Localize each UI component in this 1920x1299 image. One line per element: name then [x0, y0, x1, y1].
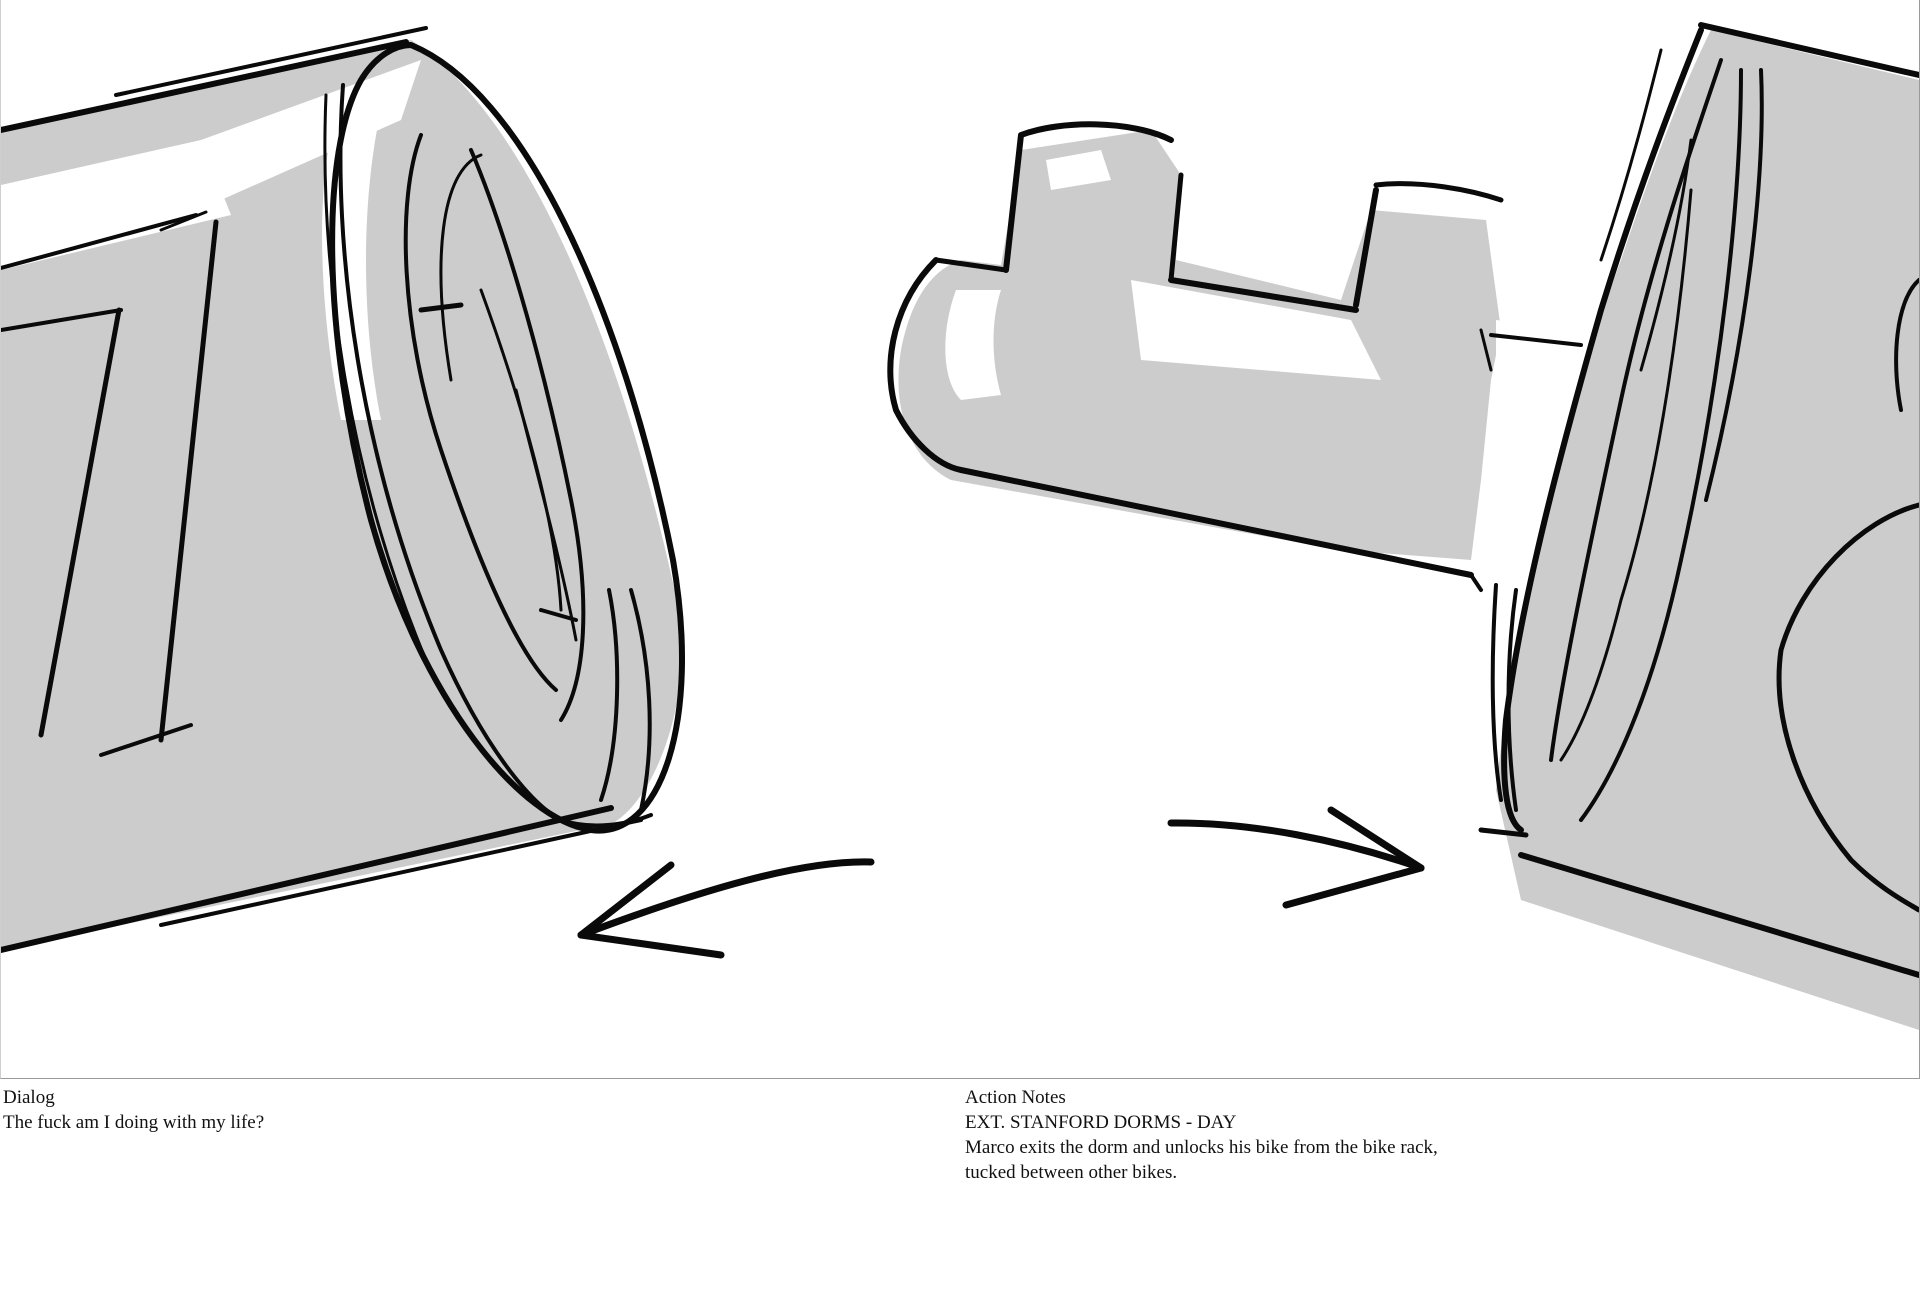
- dialog-heading: Dialog: [3, 1087, 55, 1108]
- scene-heading: EXT. STANFORD DORMS - DAY: [965, 1112, 1237, 1133]
- storyboard-panel: [0, 0, 1920, 1079]
- motion-arrows: [577, 806, 1425, 959]
- lock-cylinder-right: [887, 22, 1919, 1030]
- notes-area: Dialog The fuck am I doing with my life?…: [0, 1085, 1920, 1285]
- action-notes-column: Action Notes EXT. STANFORD DORMS - DAY M…: [965, 1085, 1865, 1185]
- action-notes-heading: Action Notes: [965, 1087, 1066, 1108]
- dialog-column: Dialog The fuck am I doing with my life?: [3, 1085, 903, 1135]
- arrow-right: [1167, 819, 1425, 872]
- lock-cylinder-left: [1, 26, 685, 953]
- dialog-line: The fuck am I doing with my life?: [3, 1112, 265, 1133]
- arrow-left: [577, 858, 875, 939]
- action-line: Marco exits the dorm and unlocks his bik…: [965, 1137, 1438, 1158]
- action-line: tucked between other bikes.: [965, 1162, 1178, 1183]
- storyboard-sketch: [1, 22, 1919, 1030]
